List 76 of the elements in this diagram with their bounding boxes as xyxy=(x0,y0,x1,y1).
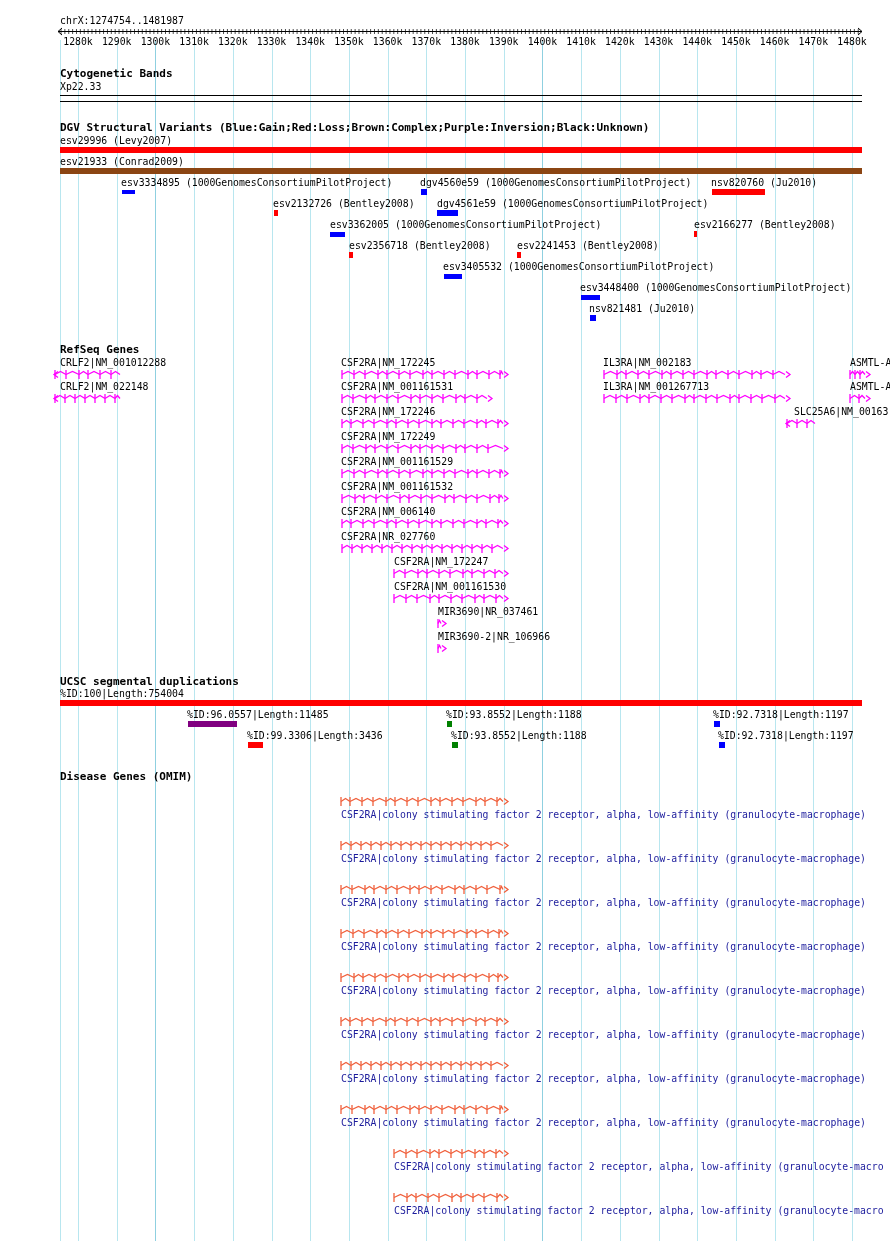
gene-label: MIR3690-2|NR_106966 xyxy=(438,631,551,642)
feature-label: esv2132726 (Bentley2008) xyxy=(273,198,415,209)
disease-gene-label: CSF2RA|colony stimulating factor 2 receptor, alpha, low-affinity (granulocyte-macrophage) xyxy=(341,1029,866,1040)
feature-label: esv29996 (Levy2007) xyxy=(60,135,173,146)
feature-label: dgv4560e59 (1000GenomesConsortiumPilotProject) xyxy=(420,177,692,188)
feature-label: %ID:96.0557|Length:11485 xyxy=(187,709,329,720)
feature-label: %ID:92.7318|Length:1197 xyxy=(718,730,854,741)
gene-label: CRLF2|NM_001012288 xyxy=(60,357,167,368)
tick-label: 1310k xyxy=(179,36,209,47)
gene-label: CSF2RA|NM_001161531 xyxy=(341,381,454,392)
tick-label: 1290k xyxy=(101,36,132,47)
feature-label: esv3405532 (1000GenomesConsortiumPilotProject) xyxy=(443,261,715,272)
gene-label: CSF2RA|NM_001161529 xyxy=(341,456,454,467)
gene-label: CSF2RA|NM_172247 xyxy=(394,556,489,567)
gene-label: CSF2RA|NM_172249 xyxy=(341,431,436,442)
band-label: Xp22.33 xyxy=(60,81,102,92)
feature-label: esv21933 (Conrad2009) xyxy=(60,156,184,167)
track-title: Cytogenetic Bands xyxy=(60,68,173,79)
track-title: UCSC segmental duplications xyxy=(60,676,239,687)
gene-label: CRLF2|NM_022148 xyxy=(60,381,149,392)
gene-label: SLC25A6|NM_00163 xyxy=(794,406,889,417)
disease-gene-label: CSF2RA|colony stimulating factor 2 receptor, alpha, low-affinity (granulocyte-macrophage) xyxy=(341,1073,866,1084)
tick-label: 1440k xyxy=(682,36,712,47)
feature-label: esv3334895 (1000GenomesConsortiumPilotProject) xyxy=(121,177,393,188)
tick-label: 1380k xyxy=(450,36,480,47)
tick-label: 1370k xyxy=(411,36,442,47)
disease-gene-label: CSF2RA|colony stimulating factor 2 receptor, alpha, low-affinity (granulocyte-macrophage) xyxy=(341,853,866,864)
gene-label: CSF2RA|NM_001161530 xyxy=(394,581,507,592)
tick-label: 1350k xyxy=(334,36,364,47)
disease-gene-label: CSF2RA|colony stimulating factor 2 receptor, alpha, low-affinity (granulocyte-macro xyxy=(394,1161,884,1172)
tick-label: 1390k xyxy=(488,36,519,47)
tick-label: 1400k xyxy=(527,36,558,47)
tick-label: 1460k xyxy=(759,36,790,47)
gene-label: CSF2RA|NM_006140 xyxy=(341,506,436,517)
track-title: DGV Structural Variants (Blue:Gain;Red:Loss;Brown:Complex;Purple:Inversion;Black:Unknown) xyxy=(60,122,650,133)
gene-label: MIR3690|NR_037461 xyxy=(438,606,539,617)
gene-label: IL3RA|NM_001267713 xyxy=(603,381,710,392)
disease-gene-label: CSF2RA|colony stimulating factor 2 receptor, alpha, low-affinity (granulocyte-macro xyxy=(394,1205,884,1216)
feature-label: %ID:93.8552|Length:1188 xyxy=(451,730,587,741)
tick-label: 1360k xyxy=(372,36,403,47)
feature-label: esv3362005 (1000GenomesConsortiumPilotProject) xyxy=(330,219,602,230)
tick-label: 1300k xyxy=(140,36,171,47)
disease-gene-label: CSF2RA|colony stimulating factor 2 receptor, alpha, low-affinity (granulocyte-macrophage) xyxy=(341,897,866,908)
gene-label: CSF2RA|NM_172245 xyxy=(341,357,436,368)
disease-gene-label: CSF2RA|colony stimulating factor 2 receptor, alpha, low-affinity (granulocyte-macrophage) xyxy=(341,985,866,996)
gene-label: CSF2RA|NR_027760 xyxy=(341,531,436,542)
feature-label: esv2356718 (Bentley2008) xyxy=(349,240,491,251)
tick-label: 1450k xyxy=(721,36,751,47)
coordinate-label: chrX:1274754..1481987 xyxy=(60,15,184,26)
tick-label: 1430k xyxy=(643,36,674,47)
feature-label: %ID:93.8552|Length:1188 xyxy=(446,709,582,720)
tick-label: 1330k xyxy=(256,36,287,47)
feature-label: %ID:99.3306|Length:3436 xyxy=(247,730,383,741)
feature-label: nsv821481 (Ju2010) xyxy=(589,303,696,314)
feature-label: %ID:100|Length:754004 xyxy=(60,688,184,699)
gene-label: CSF2RA|NM_172246 xyxy=(341,406,436,417)
tick-label: 1480k xyxy=(837,36,867,47)
gene-label: IL3RA|NM_002183 xyxy=(603,357,692,368)
tick-label: 1410k xyxy=(566,36,596,47)
track-title: RefSeq Genes xyxy=(60,344,140,355)
tick-label: 1320k xyxy=(218,36,248,47)
disease-gene-label: CSF2RA|colony stimulating factor 2 receptor, alpha, low-affinity (granulocyte-macrophage) xyxy=(341,941,866,952)
feature-label: %ID:92.7318|Length:1197 xyxy=(713,709,849,720)
gene-label: CSF2RA|NM_001161532 xyxy=(341,481,454,492)
tick-label: 1280k xyxy=(63,36,93,47)
feature-label: esv2166277 (Bentley2008) xyxy=(694,219,836,230)
feature-label: esv3448400 (1000GenomesConsortiumPilotProject) xyxy=(580,282,852,293)
feature-label: esv2241453 (Bentley2008) xyxy=(517,240,659,251)
tick-label: 1420k xyxy=(605,36,635,47)
disease-gene-label: CSF2RA|colony stimulating factor 2 receptor, alpha, low-affinity (granulocyte-macrophage) xyxy=(341,809,866,820)
feature-label: dgv4561e59 (1000GenomesConsortiumPilotProject) xyxy=(437,198,709,209)
feature-label: nsv820760 (Ju2010) xyxy=(711,177,818,188)
tick-label: 1470k xyxy=(798,36,829,47)
disease-gene-label: CSF2RA|colony stimulating factor 2 receptor, alpha, low-affinity (granulocyte-macrophage) xyxy=(341,1117,866,1128)
tick-label: 1340k xyxy=(295,36,325,47)
track-title: Disease Genes (OMIM) xyxy=(60,771,193,782)
